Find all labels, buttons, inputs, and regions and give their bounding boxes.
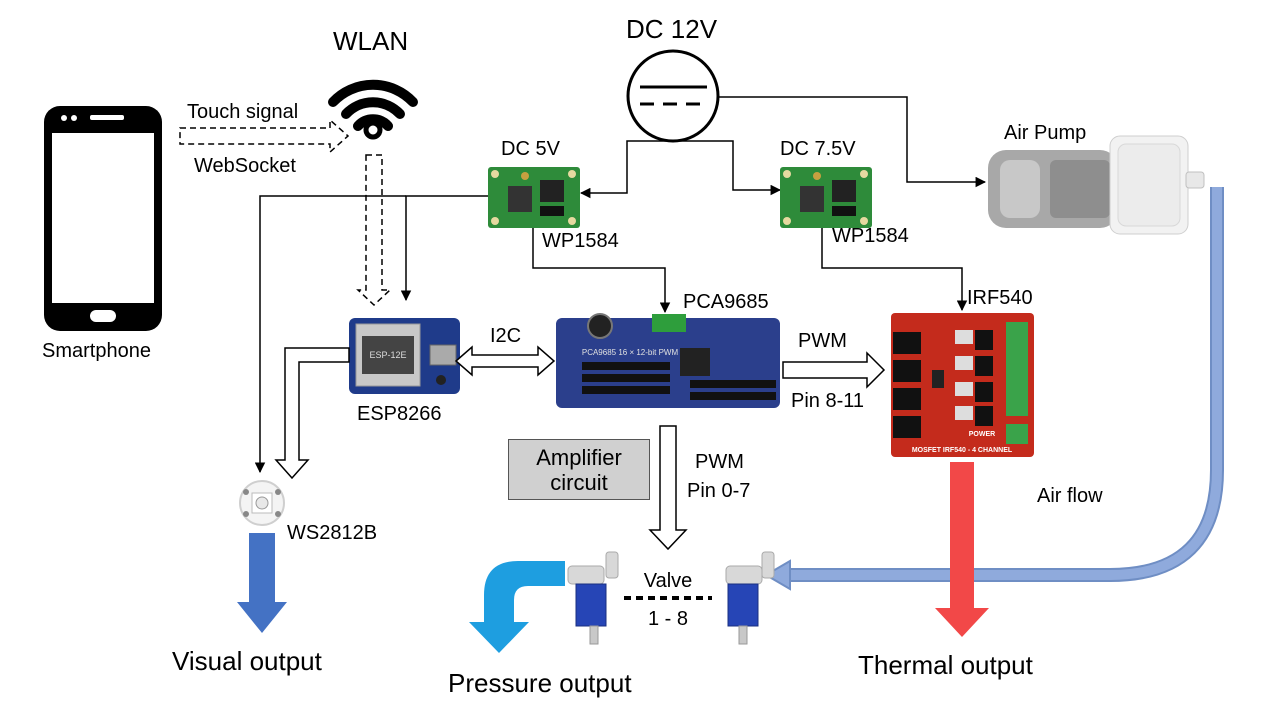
pressure-output-label: Pressure output <box>448 668 632 698</box>
i2c-label: I2C <box>490 325 522 347</box>
valve-icon <box>567 551 775 645</box>
amplifier-circuit-box: Amplifier circuit <box>508 439 650 500</box>
led-icon <box>239 480 285 526</box>
wifi-icon <box>328 79 418 140</box>
pwm-right-label: PWM <box>798 330 847 352</box>
svg-text:PCA9685 16 × 12-bit PWM: PCA9685 16 × 12-bit PWM <box>582 348 679 357</box>
mosfet-board: MOSFET IRF540 - 4 CHANNEL POWER <box>891 313 1034 457</box>
dc5-label: DC 5V <box>501 138 560 160</box>
air-pump-label: Air Pump <box>1004 122 1087 144</box>
svg-text:MOSFET IRF540 - 4 CHANNEL: MOSFET IRF540 - 4 CHANNEL <box>912 447 1013 454</box>
wlan-label: WLAN <box>333 26 409 56</box>
air-flow-label: Air flow <box>1037 485 1103 507</box>
pwm-arrow-right <box>782 351 886 389</box>
visual-output-arrow <box>237 533 287 633</box>
wp1584-label-a: WP1584 <box>542 230 619 252</box>
amplifier-line1: Amplifier <box>536 444 622 470</box>
smartphone-label: Smartphone <box>42 340 151 362</box>
buck-converter-5v <box>488 167 580 228</box>
i2c-arrow <box>454 345 556 377</box>
smartphone-icon <box>44 106 162 331</box>
esp8266-board: ESP-12E <box>349 318 460 394</box>
pressure-output-arrow <box>469 561 565 653</box>
thermal-output-label: Thermal output <box>858 650 1033 680</box>
pwm-down-label: PWM <box>695 451 744 473</box>
amplifier-line2: circuit <box>550 469 608 495</box>
svg-text:POWER: POWER <box>969 431 995 438</box>
pca9685-label: PCA9685 <box>683 291 769 313</box>
dc12-label: DC 12V <box>626 14 718 44</box>
svg-text:ESP-12E: ESP-12E <box>369 350 406 360</box>
visual-output-label: Visual output <box>172 646 322 676</box>
esp-to-led-arrow <box>274 347 350 480</box>
power-wires <box>254 96 987 560</box>
touch-signal-label: Touch signal <box>187 101 299 123</box>
pin-0-7-label: Pin 0-7 <box>687 480 751 502</box>
irf540-label: IRF540 <box>967 287 1033 309</box>
buck-converter-7v5 <box>780 167 872 228</box>
pwm-arrow-down <box>648 425 688 551</box>
esp8266-label: ESP8266 <box>357 403 442 425</box>
ws2812b-label: WS2812B <box>287 522 378 544</box>
wp1584-label-b: WP1584 <box>832 225 909 247</box>
valve-label: Valve <box>643 570 693 592</box>
wlan-to-esp-arrow <box>356 154 392 307</box>
valve-range-label: 1 - 8 <box>647 608 689 630</box>
pca9685-board: PCA9685 16 × 12-bit PWM <box>556 313 780 408</box>
dc75-label: DC 7.5V <box>780 138 856 160</box>
websocket-label: WebSocket <box>194 155 296 177</box>
airflow-tube <box>764 187 1224 591</box>
thermal-output-arrow <box>935 462 989 637</box>
pin-8-11-label: Pin 8-11 <box>791 390 865 412</box>
dc-source-icon <box>626 49 720 143</box>
air-pump-icon <box>988 135 1205 235</box>
touch-signal-arrow <box>179 118 350 154</box>
